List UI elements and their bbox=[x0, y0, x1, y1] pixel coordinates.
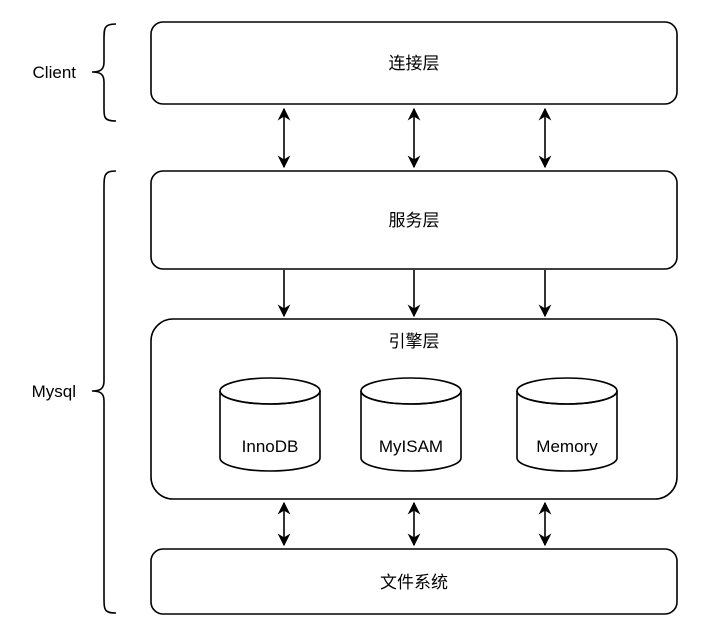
engine-layer-label: 引擎层 bbox=[389, 332, 440, 351]
service-layer-label: 服务层 bbox=[389, 211, 440, 230]
filesystem-layer-box bbox=[150, 548, 678, 615]
mysql-label: Mysql bbox=[32, 382, 76, 401]
engine-label-innodb: InnoDB bbox=[242, 437, 299, 456]
filesystem-layer-label: 文件系统 bbox=[380, 573, 448, 592]
client-brace bbox=[91, 23, 117, 122]
engine-label-memory: Memory bbox=[536, 437, 598, 456]
mysql-brace bbox=[91, 170, 117, 614]
engine-layer-box bbox=[150, 318, 678, 500]
connection-layer-label: 连接层 bbox=[389, 54, 440, 73]
engine-cylinder-myisam: MyISAM bbox=[360, 377, 462, 472]
engine-cylinder-innodb: InnoDB bbox=[219, 377, 321, 472]
service-layer-box bbox=[150, 170, 678, 270]
engine-label-myisam: MyISAM bbox=[379, 437, 443, 456]
connection-layer-box bbox=[150, 21, 678, 105]
engine-cylinder-memory: Memory bbox=[516, 377, 618, 472]
client-label: Client bbox=[33, 63, 77, 82]
